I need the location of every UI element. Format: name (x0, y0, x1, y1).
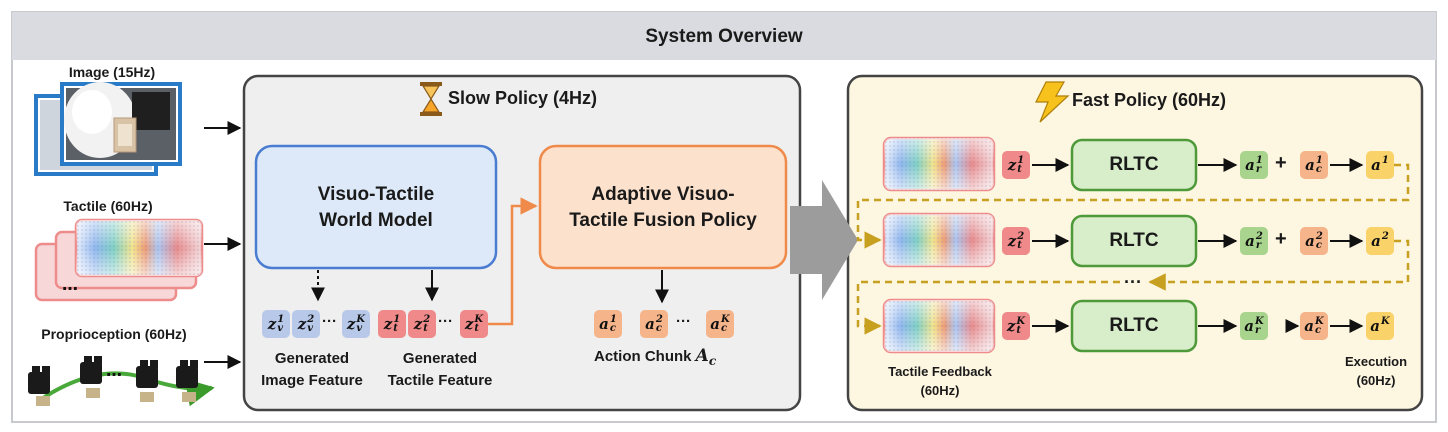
fast-policy-title: Fast Policy (60Hz) (1072, 90, 1227, 110)
tactile-token-ellipsis: ··· (438, 313, 453, 330)
rltc-label-1: RLTC (1109, 154, 1159, 175)
tactile-input-stack: … (34, 218, 204, 302)
tactile-feature-line-1: Generated (402, 350, 478, 367)
fusion-policy-label: Adaptive Visuo- Tactile Fusion Policy (569, 182, 757, 234)
fusion-policy-line-2: Tactile Fusion Policy (569, 210, 757, 231)
fusion-policy-box (538, 144, 788, 270)
image-feature-line-1: Generated (274, 350, 350, 367)
page-title: System Overview (645, 26, 803, 47)
fast-out-token-3-base: a (1370, 317, 1381, 335)
slow-policy-title: Slow Policy (4Hz) (448, 88, 598, 108)
action-token-3-base: a (710, 315, 721, 333)
slow-to-fast-arrow (790, 180, 858, 300)
title-bar (12, 12, 1436, 60)
tactile-input-label: Tactile (60Hz) (63, 198, 153, 214)
image-feature-label: Generated Image Feature (261, 348, 363, 392)
tactile-token-2-base: z (413, 315, 423, 333)
fast-ar-token-1-base: a (1245, 156, 1255, 174)
rltc-label-2: RLTC (1109, 230, 1159, 251)
tactile-feature-line-2: Tactile Feature (387, 372, 493, 389)
lightning-icon (1035, 81, 1070, 123)
tactile-to-fusion-arrow (488, 197, 538, 326)
image-token-2-base: z (297, 315, 307, 333)
tactile-feedback-line-1: Tactile Feedback (888, 364, 992, 379)
image-input-stack (34, 82, 182, 176)
image-feature-line-2: Image Feature (261, 372, 363, 389)
world-model-line-2: World Model (319, 210, 433, 231)
svg-text:…: … (106, 361, 122, 380)
fast-z-token-1-base: z (1007, 156, 1017, 174)
feedback-path-2 (1148, 239, 1410, 291)
action-chunk-label: Action Chunk Ac (594, 346, 716, 368)
action-token-1-base: a (599, 315, 609, 333)
tactile-feedback-label: Tactile Feedback (60Hz) (888, 362, 992, 400)
tactile-feedback-line-2: (60Hz) (920, 383, 960, 398)
image-input-label: Image (15Hz) (68, 64, 156, 80)
fast-ar-token-2-base: a (1245, 232, 1255, 250)
world-model-box (254, 144, 498, 270)
execution-line-2: (60Hz) (1356, 373, 1396, 388)
tactile-token-3-base: z (464, 315, 474, 333)
hourglass-icon (420, 82, 442, 116)
fast-row-2 (882, 212, 1364, 268)
execution-line-1: Execution (1344, 354, 1408, 369)
proprio-input-label: Proprioception (60Hz) (41, 326, 187, 342)
fast-row-1 (882, 136, 1364, 192)
fast-out-token-2-base: a (1371, 232, 1381, 250)
fast-row-ellipsis: ··· (1124, 272, 1142, 292)
rltc-label-3: RLTC (1109, 315, 1159, 336)
action-chunk-text: Action Chunk (594, 348, 692, 365)
fast-plus-2: + (1275, 228, 1287, 250)
execution-label: Execution (60Hz) (1345, 352, 1407, 390)
feedback-path-3 (856, 280, 1120, 335)
svg-text:…: … (62, 275, 78, 294)
image-token-3-base: z (346, 315, 356, 333)
world-model-line-1: Visuo-Tactile (317, 184, 435, 205)
fast-out-token-1-base: a (1371, 156, 1381, 174)
action-chunk-symbol: A (695, 346, 709, 366)
image-token-1-base: z (267, 315, 277, 333)
fast-ac-token-3-base: a (1304, 317, 1315, 335)
fast-ac-token-1-base: a (1305, 156, 1315, 174)
fast-z-token-3-base: z (1006, 317, 1016, 335)
action-token-2-base: a (645, 315, 655, 333)
fusion-policy-line-1: Adaptive Visuo- (591, 184, 735, 205)
fast-ac-token-2-base: a (1305, 232, 1315, 250)
feedback-path-1 (856, 163, 1410, 249)
action-token-ellipsis: ··· (676, 313, 691, 330)
fast-z-token-2-base: z (1007, 232, 1017, 250)
tactile-token-1-base: z (383, 315, 393, 333)
tactile-feature-label: Generated Tactile Feature (388, 348, 493, 392)
action-chunk-sub: c (708, 354, 717, 368)
fast-ar-token-3-base: a (1244, 317, 1255, 335)
proprioception-strip: … (28, 356, 215, 407)
fast-row-k (882, 298, 1364, 354)
world-model-label: Visuo-Tactile World Model (318, 182, 435, 234)
fast-plus-1: + (1275, 152, 1287, 174)
image-token-ellipsis: ··· (322, 313, 337, 330)
